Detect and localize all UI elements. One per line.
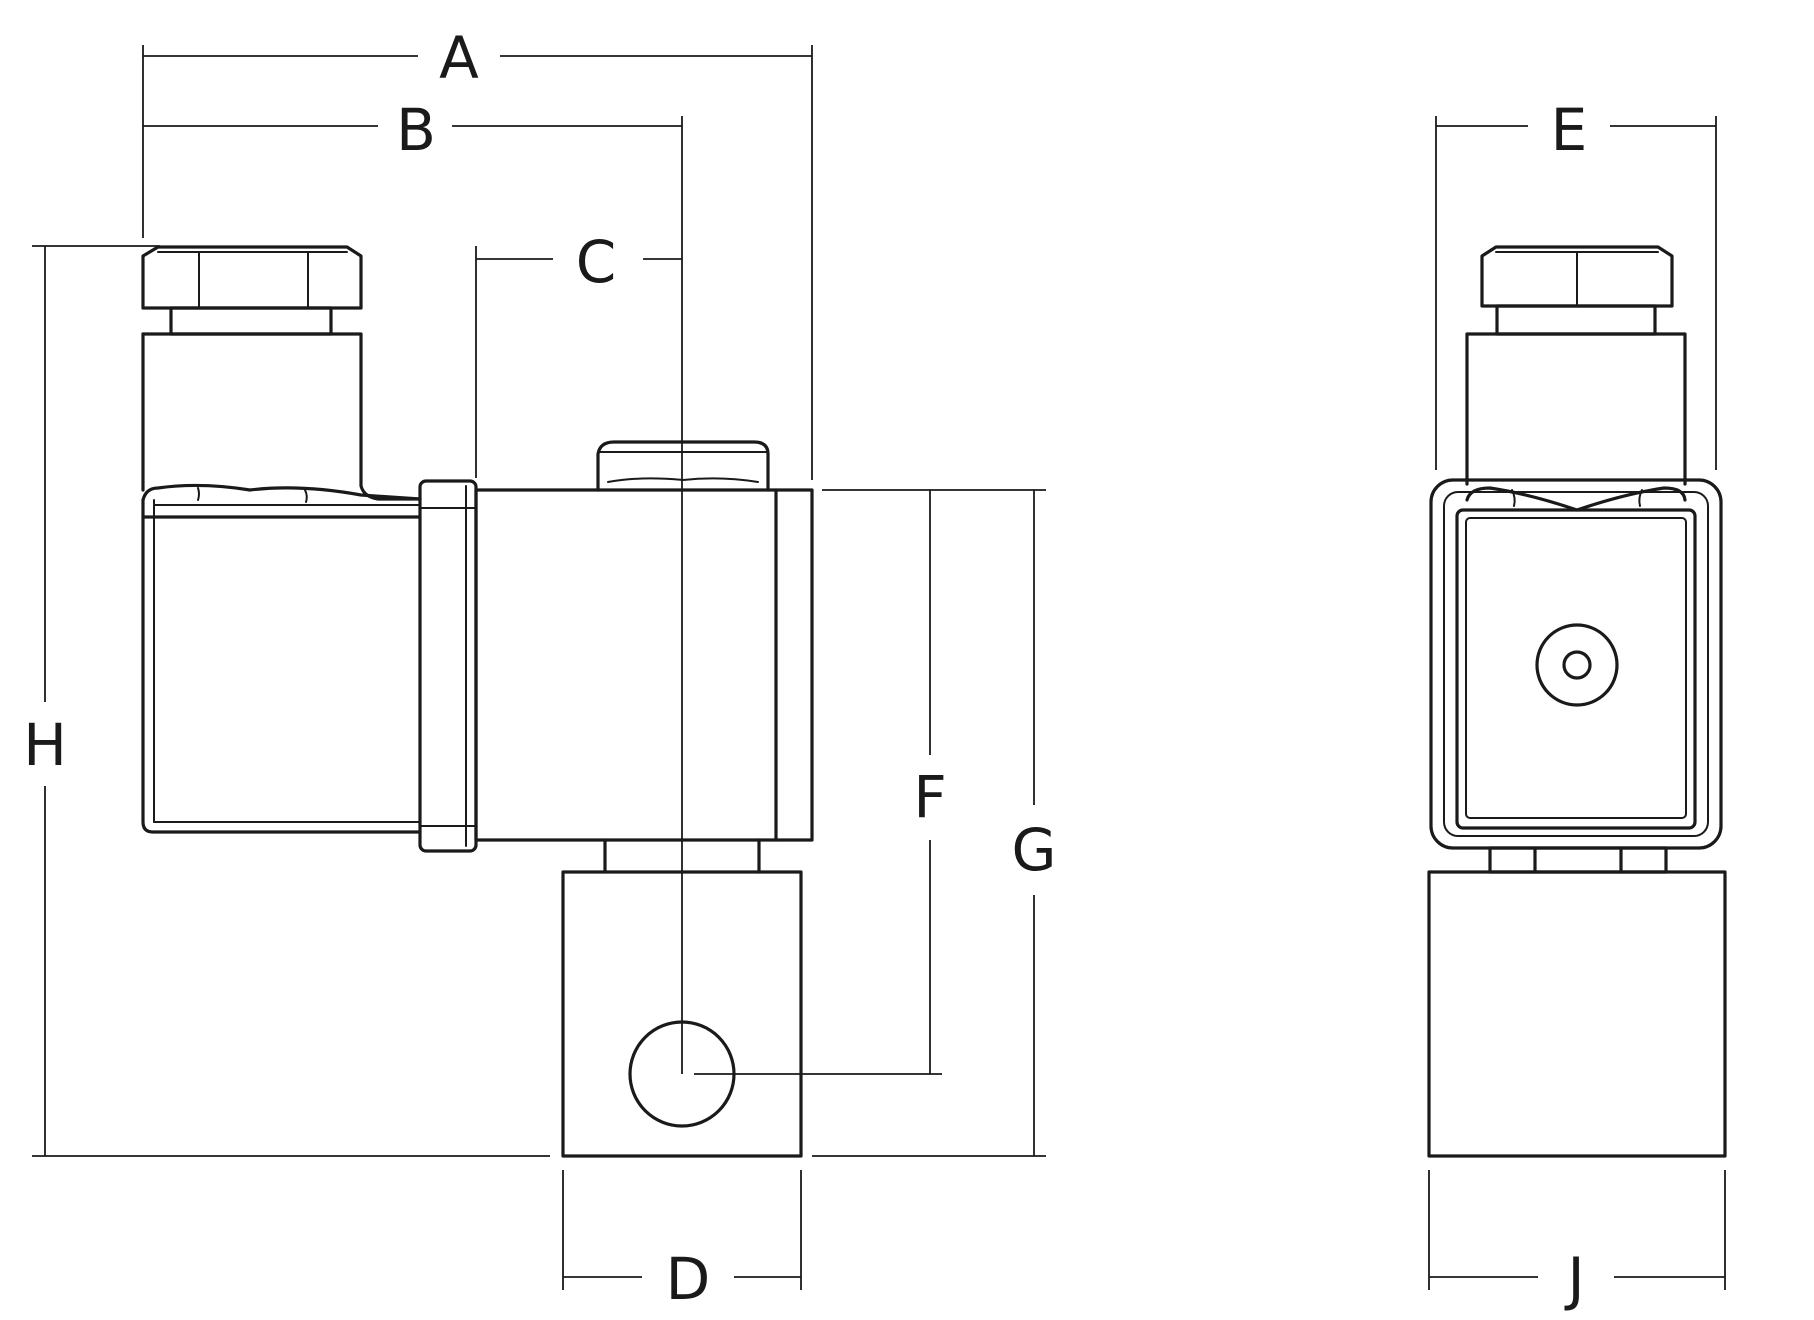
- label-c: C: [576, 228, 617, 296]
- dimension-a: A: [142, 24, 813, 480]
- side-view: [1427, 245, 1727, 1158]
- label-e: E: [1551, 96, 1588, 164]
- label-a: A: [439, 24, 479, 92]
- side-coil-frame: [1429, 478, 1723, 850]
- coil-clamp-ring: [418, 479, 478, 853]
- dimension-h: H: [23, 245, 550, 1157]
- side-coil-screw-inner: [1562, 650, 1592, 680]
- valve-stem: [603, 838, 761, 874]
- dimension-c: C: [475, 228, 682, 478]
- side-connector-neck: [1495, 304, 1657, 336]
- side-coil-screw-outer: [1535, 623, 1619, 707]
- actuator-tube: [474, 488, 814, 842]
- dimension-f: F: [694, 489, 1046, 1075]
- side-valve-body: [1427, 870, 1727, 1158]
- dimension-d: D: [562, 1170, 802, 1313]
- connector-housing: [141, 332, 422, 501]
- coil-body: [141, 483, 422, 834]
- dimension-b: B: [143, 96, 682, 164]
- dimension-j: J: [1428, 1170, 1726, 1313]
- label-d: D: [666, 1245, 711, 1313]
- dimension-g: G: [812, 490, 1057, 1157]
- connector-nut: [141, 245, 363, 310]
- dimension-e: E: [1435, 96, 1717, 470]
- label-j: J: [1564, 1245, 1584, 1313]
- top-cap-nut: [596, 440, 770, 492]
- connector-neck: [169, 306, 333, 336]
- side-valve-stem: [1488, 846, 1668, 874]
- label-h: H: [23, 711, 67, 779]
- front-view: [141, 116, 814, 1158]
- label-g: G: [1012, 816, 1057, 884]
- side-connector-housing: [1465, 332, 1687, 486]
- label-f: F: [913, 763, 946, 831]
- label-b: B: [396, 96, 436, 164]
- side-connector-nut: [1480, 245, 1674, 308]
